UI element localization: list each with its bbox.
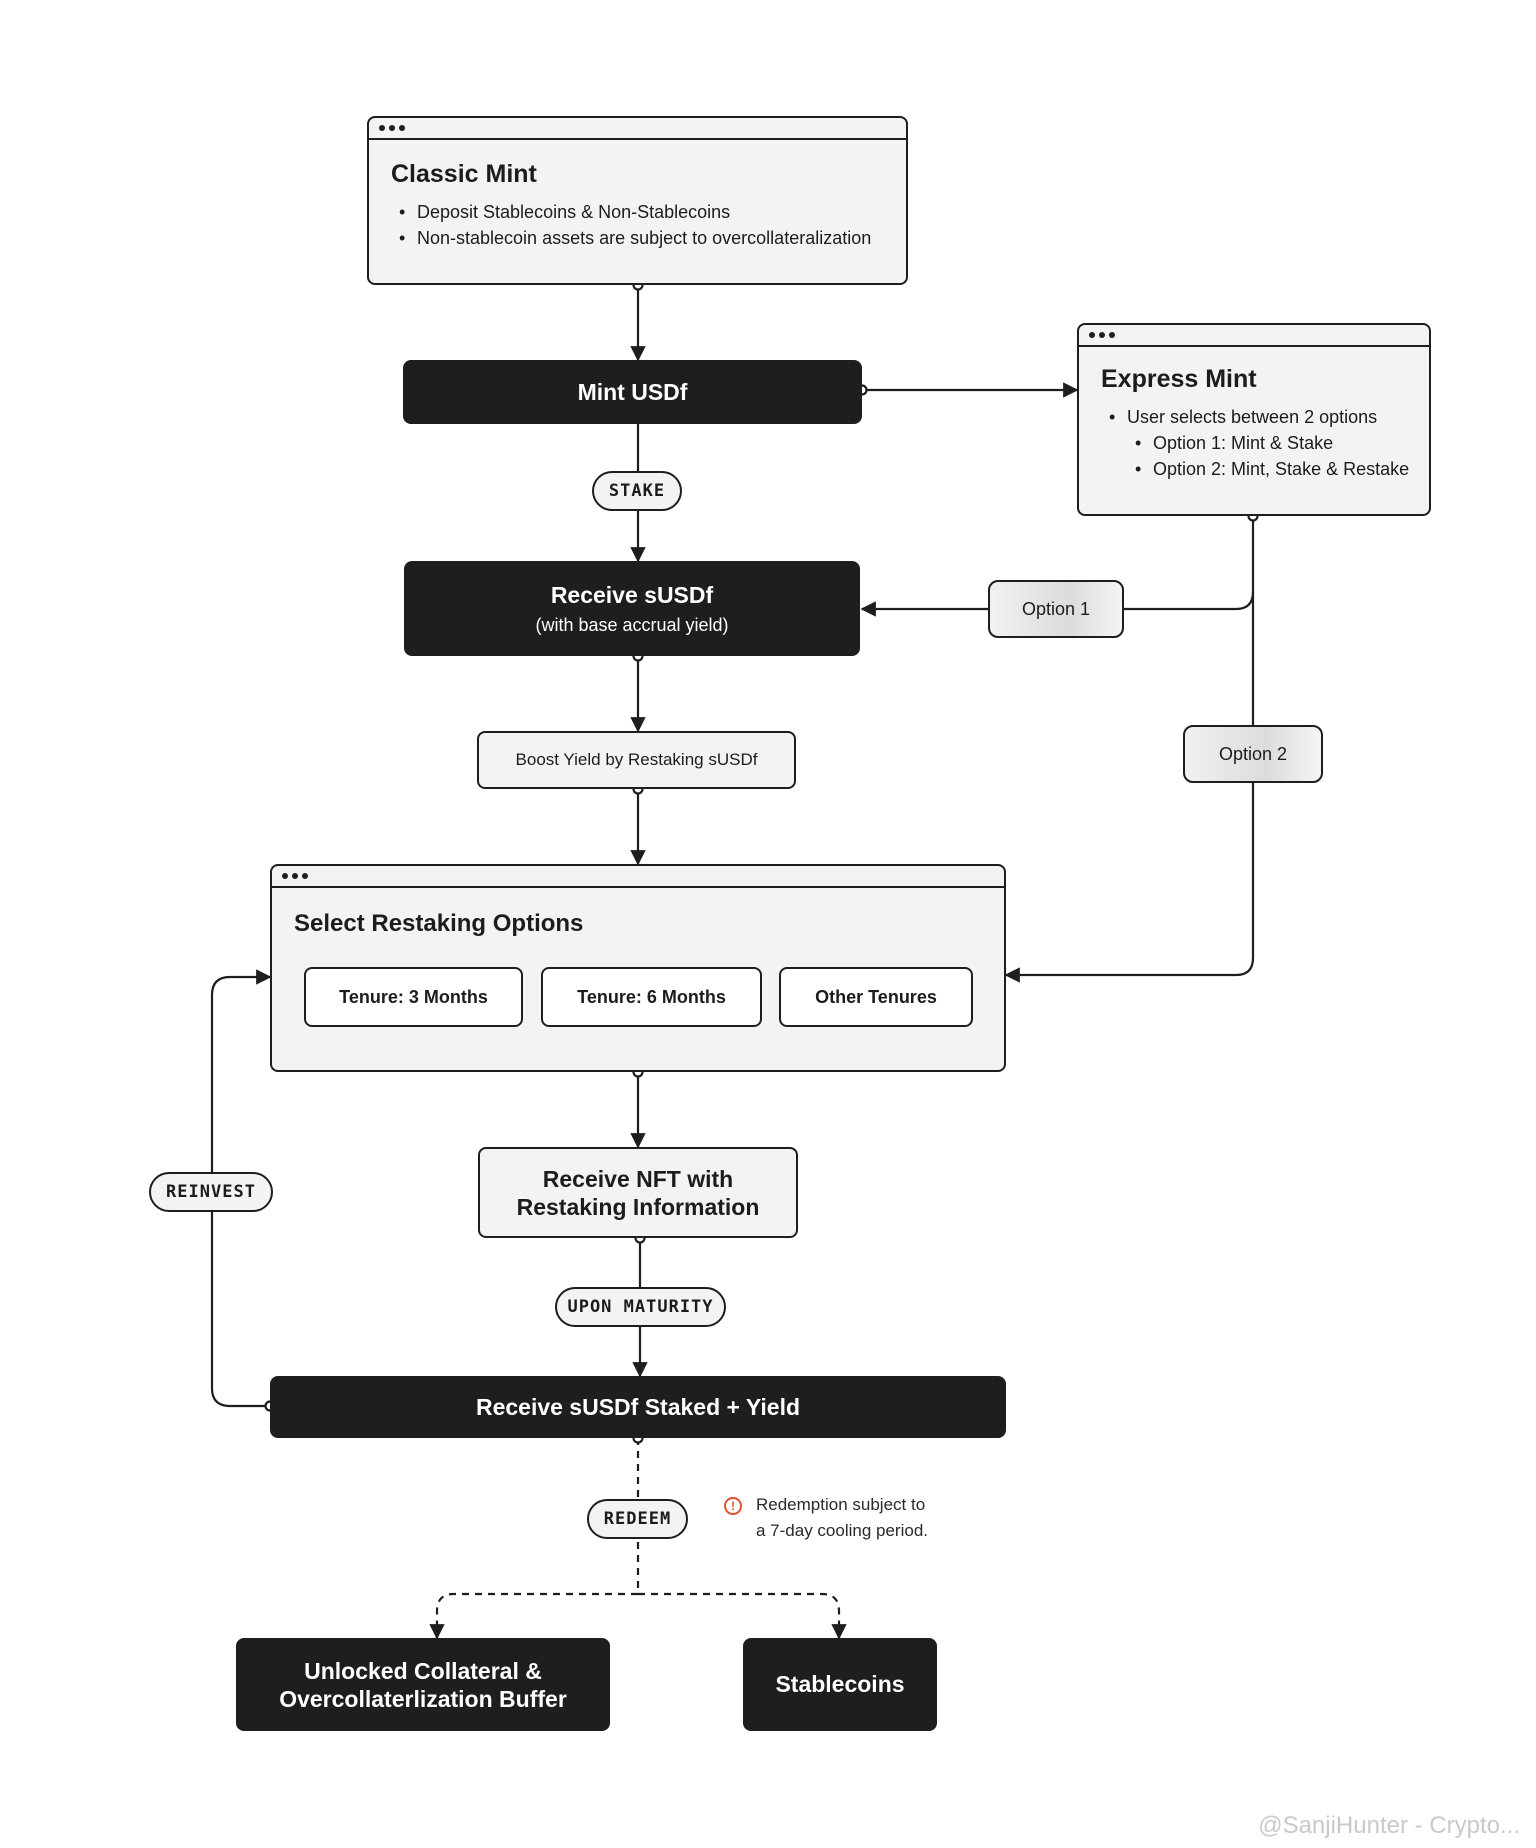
window-dots-icon xyxy=(369,118,906,140)
express-mint-bullets: User selects between 2 options Option 1:… xyxy=(1101,404,1429,482)
unlocked-collateral-label: Unlocked Collateral & Overcollaterlizati… xyxy=(279,1657,567,1712)
note-line: Redemption subject to xyxy=(756,1495,926,1514)
unlocked-collateral-outcome: Unlocked Collateral & Overcollaterlizati… xyxy=(236,1638,610,1731)
classic-mint-card: Classic Mint Deposit Stablecoins & Non-S… xyxy=(367,116,908,285)
arrow-redeem-stablecoins xyxy=(638,1592,847,1640)
receive-nft-step: Receive NFT with Restaking Information xyxy=(478,1147,798,1238)
stablecoins-outcome: Stablecoins xyxy=(743,1638,937,1731)
bullet-item: Option 2: Mint, Stake & Restake xyxy=(1101,456,1429,482)
upon-maturity-label: UPON MATURITY xyxy=(567,1297,714,1317)
arrow-option2 xyxy=(1004,592,1255,983)
option-1-label: Option 1 xyxy=(1021,598,1091,619)
classic-mint-title: Classic Mint xyxy=(391,160,537,188)
classic-mint-bullets: Deposit Stablecoins & Non-Stablecoins No… xyxy=(391,199,906,251)
tenure-6-months-option[interactable]: Tenure: 6 Months xyxy=(541,967,762,1027)
stake-pill: STAKE xyxy=(592,471,682,511)
bullet-item: Non-stablecoin assets are subject to ove… xyxy=(391,225,906,251)
redeem-label: REDEEM xyxy=(603,1509,672,1529)
express-mint-card: Express Mint User selects between 2 opti… xyxy=(1077,323,1431,516)
receive-staked-yield-label: Receive sUSDf Staked + Yield xyxy=(475,1393,801,1420)
watermark: @SanjiHunter - Crypto... xyxy=(1258,1812,1520,1839)
reinvest-label: REINVEST xyxy=(166,1182,256,1202)
option-1-tag: Option 1 xyxy=(988,580,1124,638)
bullet-item: Deposit Stablecoins & Non-Stablecoins xyxy=(391,199,906,225)
window-dots-icon xyxy=(1079,325,1429,347)
express-mint-title: Express Mint xyxy=(1101,365,1257,393)
window-dots-icon xyxy=(272,866,1004,888)
receive-nft-label: Receive NFT with Restaking Information xyxy=(516,1165,760,1220)
receive-susdf-title: Receive sUSDf xyxy=(550,581,714,608)
tenure-label: Tenure: 3 Months xyxy=(339,986,488,1007)
option-2-label: Option 2 xyxy=(1218,743,1288,764)
mint-usdf-label: Mint USDf xyxy=(577,378,688,405)
restaking-title: Select Restaking Options xyxy=(294,910,584,937)
tenure-3-months-option[interactable]: Tenure: 3 Months xyxy=(304,967,523,1027)
warning-icon: ! xyxy=(724,1497,742,1515)
other-tenures-option[interactable]: Other Tenures xyxy=(779,967,973,1027)
bullet-item: User selects between 2 options xyxy=(1101,404,1429,430)
bullet-item: Option 1: Mint & Stake xyxy=(1101,430,1429,456)
receive-susdf-step: Receive sUSDf (with base accrual yield) xyxy=(404,561,860,656)
upon-maturity-pill: UPON MATURITY xyxy=(555,1287,726,1327)
redemption-note: Redemption subject to a 7-day cooling pe… xyxy=(756,1492,928,1544)
receive-susdf-subtitle: (with base accrual yield) xyxy=(535,614,729,635)
note-line: a 7-day cooling period. xyxy=(756,1521,929,1540)
boost-yield-step: Boost Yield by Restaking sUSDf xyxy=(477,731,796,789)
stake-label: STAKE xyxy=(608,481,666,501)
option-2-tag: Option 2 xyxy=(1183,725,1323,783)
redeem-pill: REDEEM xyxy=(587,1499,688,1539)
stablecoins-label: Stablecoins xyxy=(775,1671,905,1697)
mint-usdf-step: Mint USDf xyxy=(403,360,862,424)
tenure-label: Other Tenures xyxy=(815,986,937,1007)
arrow-redeem-collateral xyxy=(429,1438,640,1640)
tenure-label: Tenure: 6 Months xyxy=(577,986,726,1007)
reinvest-pill: REINVEST xyxy=(149,1172,273,1212)
receive-staked-yield-step: Receive sUSDf Staked + Yield xyxy=(270,1376,1006,1438)
boost-yield-label: Boost Yield by Restaking sUSDf xyxy=(515,750,758,769)
